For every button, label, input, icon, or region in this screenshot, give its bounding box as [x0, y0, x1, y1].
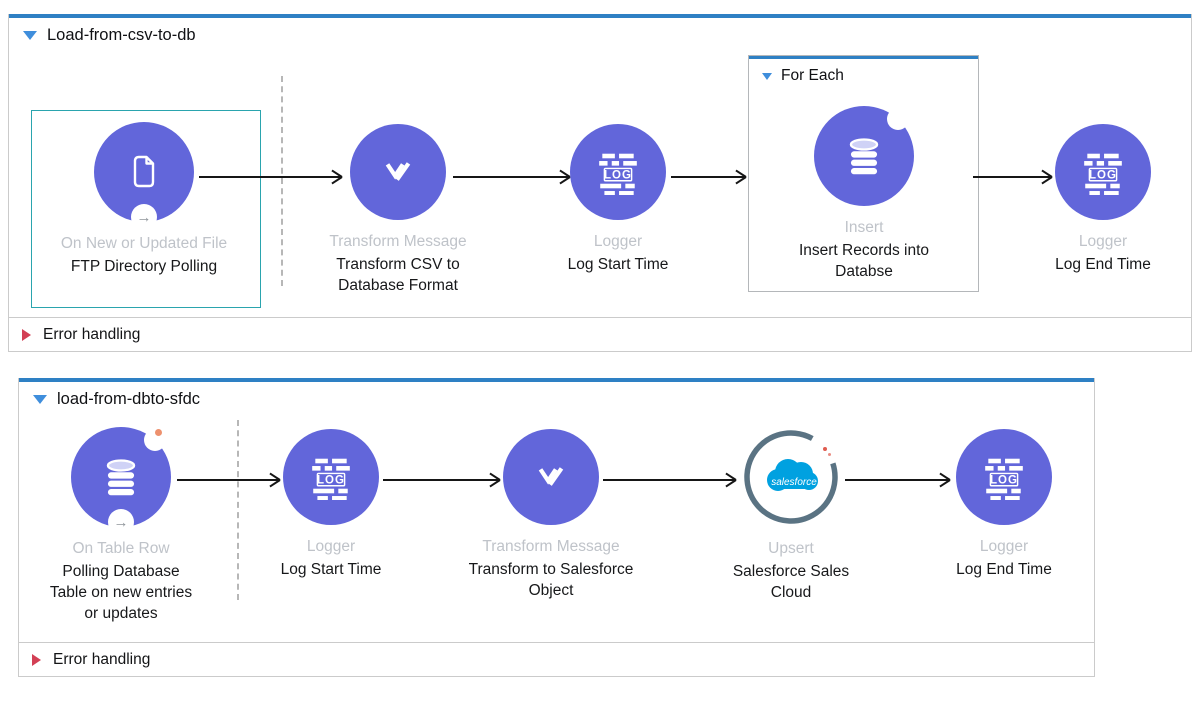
node-description: Transform to Salesforce Object	[468, 561, 634, 599]
node-type-label: Logger	[1078, 233, 1128, 250]
node-type-label: On Table Row	[72, 540, 170, 557]
svg-text:salesforce: salesforce	[771, 477, 817, 488]
foreach-title: For Each	[781, 67, 844, 84]
logger-glyph: LOG	[312, 458, 350, 500]
node-type-label: Logger	[979, 538, 1029, 555]
flow-load-from-csv-to-db: Load-from-csv-to-db → On New or Updated …	[8, 14, 1192, 352]
node-description: Log Start Time	[280, 561, 382, 578]
document-glyph	[133, 155, 155, 188]
chevron-down-icon[interactable]	[762, 72, 772, 80]
flow-load-from-dbto-sfdc: load-from-dbto-sfdc → On Table Row Polli…	[18, 378, 1095, 677]
dataweave-icon	[350, 124, 446, 220]
selection-outline	[31, 110, 261, 308]
svg-text:LOG: LOG	[1089, 170, 1117, 182]
logger-icon: LOG	[570, 124, 666, 220]
source-separator	[237, 420, 239, 600]
connector-arrow	[845, 479, 949, 481]
flow1-header: Load-from-csv-to-db	[23, 26, 196, 45]
node-insert-records[interactable]: Insert Insert Records into Databse	[764, 106, 964, 282]
foreach-scope[interactable]: For Each Insert Insert Records into	[748, 55, 979, 292]
node-type-label: Insert	[844, 219, 884, 236]
connector-arrow	[671, 176, 745, 178]
flow1-title: Load-from-csv-to-db	[47, 26, 196, 44]
node-type-label: Logger	[306, 538, 356, 555]
chevron-down-icon[interactable]	[33, 395, 47, 404]
source-arrow-icon: →	[131, 204, 157, 230]
node-type-label: Logger	[593, 233, 643, 250]
node-description: Log End Time	[1055, 256, 1151, 273]
node-ftp-directory-polling[interactable]: → On New or Updated File FTP Directory P…	[44, 122, 244, 277]
chevron-right-icon[interactable]	[22, 328, 31, 341]
connector-arrow	[383, 479, 499, 481]
dataweave-icon	[503, 429, 599, 525]
node-on-table-row[interactable]: → On Table Row Polling Database Table on…	[21, 427, 221, 624]
source-arrow-icon: →	[108, 509, 134, 535]
node-description: FTP Directory Polling	[70, 258, 218, 275]
flow2-title: load-from-dbto-sfdc	[57, 390, 201, 408]
connector-arrow	[177, 479, 279, 481]
flow2-header: load-from-dbto-sfdc	[33, 390, 200, 409]
flow1-error-handling[interactable]: Error handling	[9, 317, 1191, 351]
dataweave-glyph	[538, 467, 564, 486]
node-description: Polling Database Table on new entries or…	[49, 563, 193, 622]
salesforce-glyph: salesforce	[744, 430, 838, 524]
flow-accent-bar	[19, 378, 1094, 382]
node-type-label: Transform Message	[329, 233, 467, 250]
node-transform-to-salesforce[interactable]: Transform Message Transform to Salesforc…	[451, 429, 651, 601]
node-description: Salesforce Sales Cloud	[732, 563, 850, 601]
node-type-label: Upsert	[768, 540, 814, 557]
connector-arrow	[199, 176, 341, 178]
node-log-start-time[interactable]: LOG Logger Log Start Time	[518, 124, 718, 275]
chevron-down-icon[interactable]	[23, 31, 37, 40]
node-log-end-time[interactable]: LOG Logger Log End Time	[904, 429, 1104, 580]
svg-text:LOG: LOG	[317, 475, 345, 487]
logger-glyph: LOG	[985, 458, 1023, 500]
database-icon: →	[71, 427, 171, 535]
svg-text:LOG: LOG	[604, 170, 632, 182]
database-glyph	[849, 138, 879, 175]
scope-accent-bar	[749, 56, 978, 59]
database-glyph	[106, 459, 136, 496]
node-log-start-time[interactable]: LOG Logger Log Start Time	[231, 429, 431, 580]
node-transform-csv-to-db[interactable]: Transform Message Transform CSV to Datab…	[298, 124, 498, 296]
node-description: Log End Time	[956, 561, 1052, 578]
connector-arrow	[453, 176, 569, 178]
node-salesforce-upsert[interactable]: salesforce Upsert Salesforce Sales Cloud	[691, 427, 891, 603]
logger-glyph: LOG	[1084, 153, 1122, 195]
foreach-header: For Each	[762, 67, 844, 85]
node-type-label: Transform Message	[482, 538, 620, 555]
file-icon: →	[94, 122, 194, 230]
dataweave-glyph	[385, 162, 411, 181]
connector-arrow	[603, 479, 735, 481]
database-icon	[814, 106, 914, 206]
node-description: Insert Records into Databse	[798, 242, 930, 280]
logger-icon: LOG	[283, 429, 379, 525]
flow2-error-handling[interactable]: Error handling	[19, 642, 1094, 676]
warning-dot-icon	[155, 429, 162, 436]
connector-arrow	[973, 176, 1051, 178]
node-notch	[887, 108, 909, 130]
source-separator	[281, 76, 283, 286]
node-log-end-time[interactable]: LOG Logger Log End Time	[1003, 124, 1200, 275]
chevron-right-icon[interactable]	[32, 653, 41, 666]
node-description: Log Start Time	[567, 256, 669, 273]
logger-glyph: LOG	[599, 153, 637, 195]
logger-icon: LOG	[956, 429, 1052, 525]
svg-text:LOG: LOG	[990, 475, 1018, 487]
node-description: Transform CSV to Database Format	[336, 256, 460, 294]
logger-icon: LOG	[1055, 124, 1151, 220]
node-type-label: On New or Updated File	[60, 235, 228, 252]
flow-accent-bar	[9, 14, 1191, 18]
salesforce-icon: salesforce	[741, 427, 841, 527]
